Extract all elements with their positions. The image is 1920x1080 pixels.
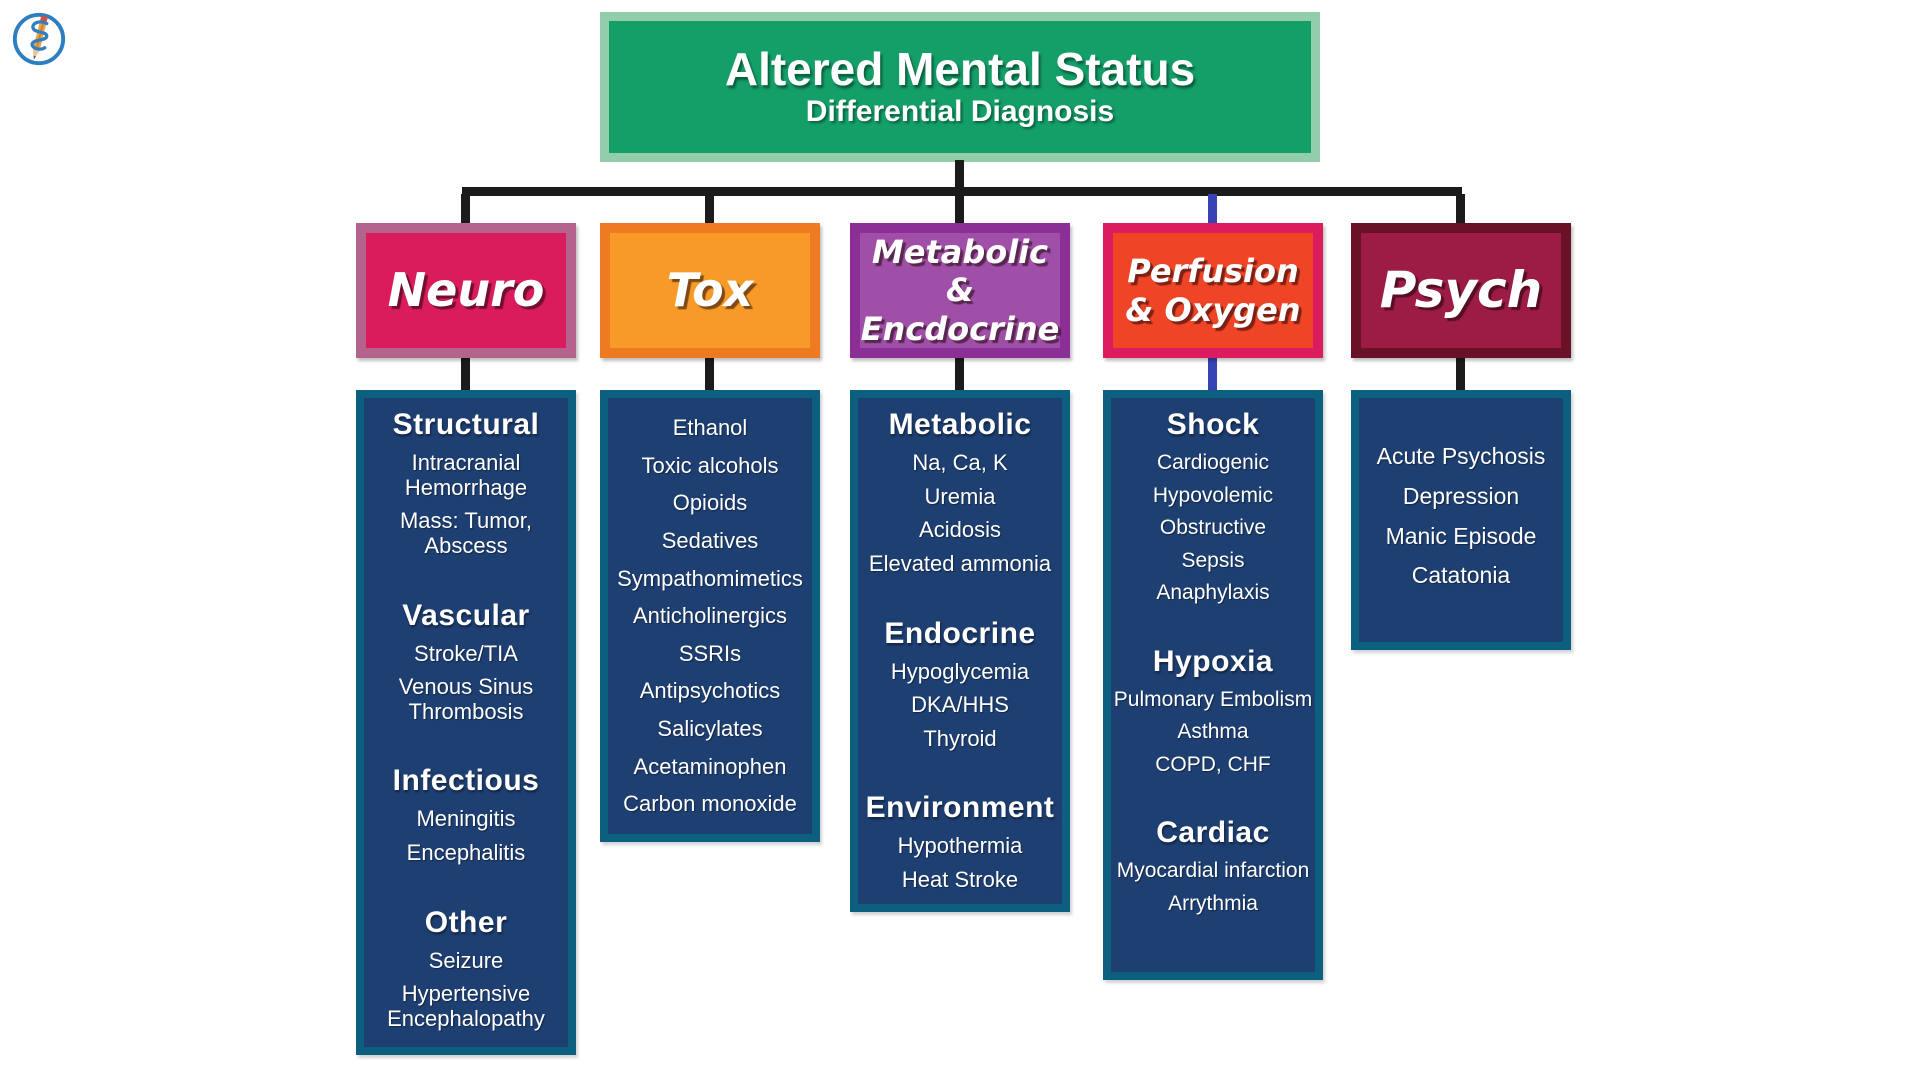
content-box-tox: Ethanol Toxic alcohols Opioids Sedatives…: [600, 390, 820, 842]
list-item: SSRIs: [678, 640, 742, 666]
connector-line: [955, 356, 964, 392]
list-item: Carbon monoxide: [623, 791, 797, 817]
category-label-psych: Psych: [1379, 261, 1543, 320]
list-item: Hypothermia: [897, 833, 1023, 859]
section-heading: Metabolic: [888, 408, 1032, 441]
list-item: Intracranial Hemorrhage: [404, 450, 528, 500]
list-item: Hypoglycemia: [890, 658, 1030, 684]
list-item: Opioids: [672, 490, 748, 516]
connector-line: [1456, 194, 1465, 225]
section-hypoxia: Hypoxia Pulmonary Embolism Asthma COPD, …: [1113, 645, 1313, 777]
list-item: Seizure: [428, 947, 504, 973]
section-other: Other Seizure Hypertensive Encephalopath…: [366, 906, 566, 1032]
category-label-perfusion-oxygen: Perfusion & Oxygen: [1125, 252, 1301, 329]
section-infectious: Infectious Meningitis Encephalitis: [366, 764, 566, 865]
list-item: Antipsychotics: [639, 678, 781, 704]
section-heading: Environment: [865, 791, 1055, 825]
list-item: Cardiogenic: [1156, 451, 1270, 474]
section-heading: Hypoxia: [1152, 644, 1274, 678]
section-structural: Structural Intracranial Hemorrhage Mass:…: [366, 408, 566, 559]
list-item: Encephalitis: [406, 840, 526, 865]
section-tox-list: Ethanol Toxic alcohols Opioids Sedatives…: [610, 415, 810, 817]
connector-line-blue: [1208, 356, 1217, 392]
category-header-metabolic-endocrine: Metabolic & Encdocrine: [850, 223, 1070, 358]
connector-line: [955, 160, 964, 194]
list-item: Uremia: [924, 483, 996, 509]
list-item: DKA/HHS: [911, 692, 1009, 718]
list-item: Anaphylaxis: [1156, 581, 1270, 605]
page-title: Altered Mental Status: [724, 43, 1196, 96]
list-item: Anticholinergics: [632, 603, 788, 629]
category-header-perfusion-oxygen: Perfusion & Oxygen: [1103, 223, 1323, 358]
list-item: Manic Episode: [1385, 522, 1537, 549]
title-box: Altered Mental Status Differential Diagn…: [600, 12, 1320, 162]
list-item: Na, Ca, K: [912, 450, 1008, 475]
section-heading: Infectious: [392, 764, 540, 798]
category-label-neuro: Neuro: [387, 263, 545, 318]
list-item: Sedatives: [661, 527, 759, 553]
connector-line: [462, 187, 1462, 196]
section-shock: Shock Cardiogenic Hypovolemic Obstructiv…: [1113, 408, 1313, 605]
section-psych-list: Acute Psychosis Depression Manic Episode…: [1361, 443, 1561, 589]
section-heading: Shock: [1166, 408, 1260, 441]
content-box-psych: Acute Psychosis Depression Manic Episode…: [1351, 390, 1571, 650]
list-item: Ethanol: [672, 415, 748, 440]
connector-line: [1456, 356, 1465, 392]
section-heading: Endocrine: [884, 616, 1036, 650]
list-item: Sympathomimetics: [617, 565, 803, 591]
content-box-neuro: Structural Intracranial Hemorrhage Mass:…: [356, 390, 576, 1055]
connector-line: [461, 194, 470, 225]
category-label-metabolic-endocrine: Metabolic & Encdocrine: [860, 232, 1060, 348]
list-item: Hypertensive Encephalopathy: [387, 981, 545, 1031]
list-item: Sepsis: [1181, 548, 1245, 572]
list-item: Acidosis: [919, 517, 1001, 543]
section-heading: Cardiac: [1156, 816, 1270, 850]
list-item: Stroke/TIA: [414, 640, 518, 666]
category-label-tox: Tox: [666, 263, 754, 318]
section-endocrine: Endocrine Hypoglycemia DKA/HHS Thyroid: [860, 617, 1060, 752]
section-heading: Vascular: [402, 598, 530, 632]
pencil-snake-medical-logo-icon: [12, 12, 66, 66]
category-header-psych: Psych: [1351, 223, 1571, 358]
connector-line: [705, 194, 714, 225]
list-item: Elevated ammonia: [868, 550, 1052, 576]
page-subtitle: Differential Diagnosis: [805, 95, 1115, 129]
content-box-perfusion-oxygen: Shock Cardiogenic Hypovolemic Obstructiv…: [1103, 390, 1323, 980]
connector-line: [955, 194, 964, 225]
list-item: Venous Sinus Thrombosis: [398, 674, 534, 724]
connector-line: [461, 356, 470, 392]
section-metabolic: Metabolic Na, Ca, K Uremia Acidosis Elev…: [860, 408, 1060, 577]
list-item: Salicylates: [657, 716, 763, 741]
connector-line: [705, 356, 714, 392]
list-item: Obstructive: [1159, 516, 1267, 540]
list-item: Pulmonary Embolism: [1113, 687, 1313, 711]
list-item: Hypovolemic: [1152, 483, 1274, 507]
category-header-neuro: Neuro: [356, 223, 576, 358]
list-item: Mass: Tumor, Abscess: [399, 508, 533, 558]
section-cardiac: Cardiac Myocardial infarction Arrythmia: [1113, 816, 1313, 915]
list-item: Myocardial infarction: [1116, 859, 1310, 883]
list-item: Depression: [1402, 482, 1520, 509]
list-item: Catatonia: [1411, 562, 1511, 589]
section-heading: Other: [424, 905, 508, 939]
list-item: Meningitis: [416, 806, 516, 832]
list-item: Acetaminophen: [633, 753, 787, 779]
list-item: Asthma: [1177, 720, 1249, 744]
connector-line-blue: [1208, 194, 1217, 225]
list-item: COPD, CHF: [1155, 752, 1271, 776]
content-box-metabolic-endocrine: Metabolic Na, Ca, K Uremia Acidosis Elev…: [850, 390, 1070, 912]
section-vascular: Vascular Stroke/TIA Venous Sinus Thrombo…: [366, 599, 566, 725]
category-header-tox: Tox: [600, 223, 820, 358]
list-item: Toxic alcohols: [641, 452, 779, 478]
list-item: Thyroid: [923, 725, 997, 751]
section-environment: Environment Hypothermia Heat Stroke: [860, 791, 1060, 892]
list-item: Heat Stroke: [901, 867, 1019, 892]
list-item: Acute Psychosis: [1376, 443, 1546, 469]
section-heading: Structural: [392, 408, 540, 441]
list-item: Arrythmia: [1168, 891, 1258, 915]
